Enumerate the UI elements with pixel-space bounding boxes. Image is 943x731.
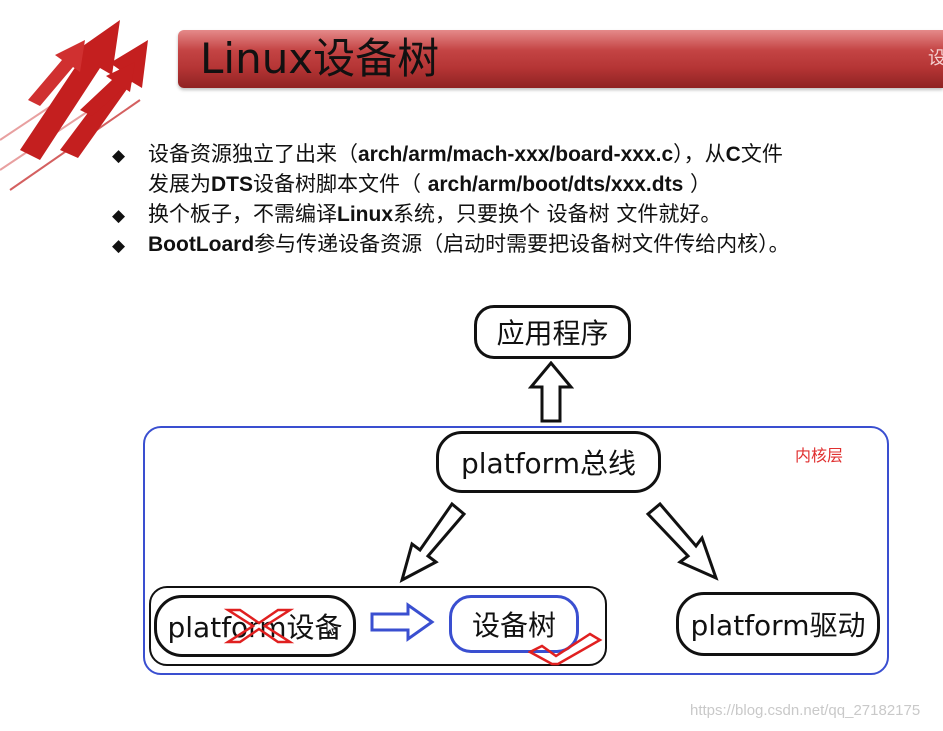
platform-device-node: platform设备	[154, 595, 356, 657]
down-left-arrow-icon	[399, 501, 467, 583]
title-bar	[178, 30, 943, 88]
app-node: 应用程序	[474, 305, 631, 359]
kernel-layer-frame	[143, 426, 889, 675]
watermark-url: https://blog.csdn.net/qq_27182175	[690, 702, 921, 719]
title-right-fragment: 设	[928, 48, 943, 69]
bullet-1: ◆ 设备资源独立了出来（arch/arm/mach-xxx/board-xxx.c…	[112, 139, 783, 171]
bullet-2-text-b: 系统，只要换个 设备树 文件就好。	[393, 202, 722, 226]
bullet-1-text-a: 设备资源独立了出来（	[148, 142, 358, 166]
bullet-1-text-c: 文件	[740, 142, 783, 166]
platform-driver-node: platform驱动	[676, 592, 880, 656]
bullet-1-text-d: 发展为	[148, 172, 211, 196]
bullet-diamond-icon: ◆	[112, 206, 126, 226]
device-tree-node: 设备树	[449, 595, 579, 653]
slide-title: Linux设备树	[200, 34, 440, 83]
bullet-diamond-icon: ◆	[112, 236, 126, 256]
bullet-1-line-2: 发展为DTS设备树脚本文件（ arch/arm/boot/dts/xxx.dts…	[148, 169, 711, 200]
bullet-1-text-e: 设备树脚本文件（	[253, 172, 428, 196]
bullet-2-text-a: 换个板子，不需编译	[148, 202, 337, 226]
bullet-2: ◆ 换个板子，不需编译Linux系统，只要换个 设备树 文件就好。	[112, 199, 721, 231]
bullet-3-text: 参与传递设备资源（启动时需要把设备树文件传给内核）。	[254, 232, 790, 256]
check-mark-icon	[528, 632, 603, 666]
logo-arrows-icon	[0, 20, 148, 191]
strike-mark-icon	[223, 608, 295, 644]
bullet-diamond-icon: ◆	[112, 146, 126, 166]
bullet-2-linux: Linux	[337, 203, 393, 226]
bullet-1-dts: DTS	[211, 173, 253, 196]
cursor-icon	[326, 620, 338, 636]
down-right-arrow-icon	[645, 501, 719, 581]
right-arrow-icon	[370, 602, 435, 642]
bullet-3: ◆ BootLoard参与传递设备资源（启动时需要把设备树文件传给内核）。	[112, 229, 790, 261]
bullet-3-bootloard: BootLoard	[148, 233, 255, 256]
device-group-frame	[149, 586, 607, 666]
bullet-1-c: C	[725, 143, 741, 166]
bullet-1-text-f: ）	[683, 172, 711, 196]
bullet-1-path-a: arch/arm/mach-xxx/board-xxx.c	[358, 143, 674, 166]
bullet-1-text-b: ），从	[673, 142, 726, 166]
platform-bus-node: platform总线	[436, 431, 661, 493]
bullet-1-path-b: arch/arm/boot/dts/xxx.dts	[427, 173, 684, 196]
kernel-layer-label: 内核层	[795, 446, 844, 465]
up-arrow-icon	[528, 361, 574, 423]
